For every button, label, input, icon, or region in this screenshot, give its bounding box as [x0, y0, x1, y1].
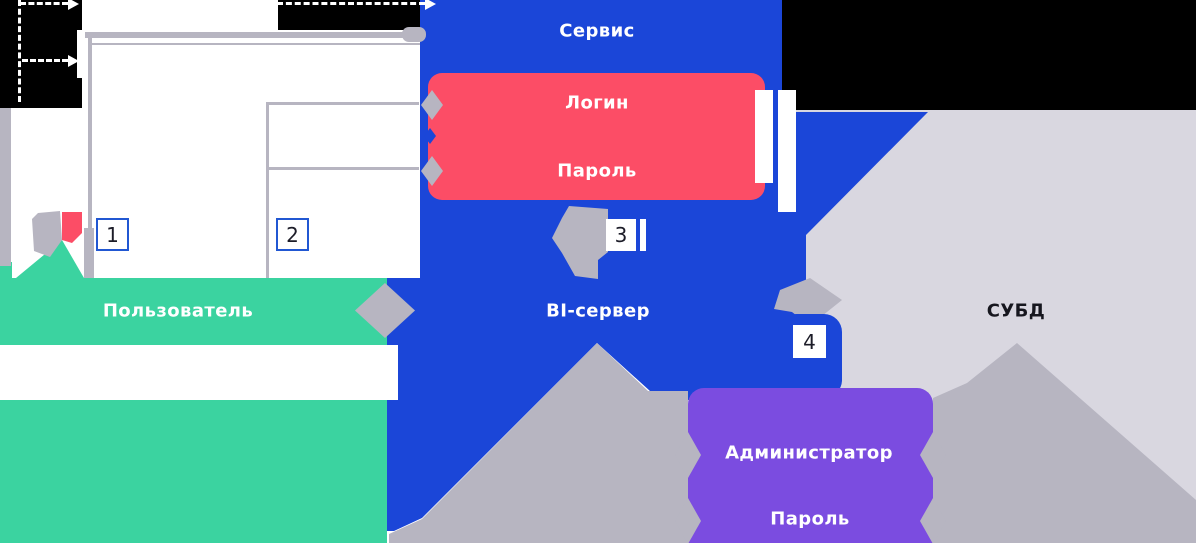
window-border-cap: [402, 27, 426, 42]
credentials-box: [428, 73, 765, 200]
dashed-arrow-2: [22, 59, 68, 62]
edge-notch: [424, 128, 436, 144]
white-bar-2: [778, 90, 796, 212]
white-bar-1: [755, 90, 773, 183]
user-block: [0, 278, 387, 543]
admin-password-label: Пароль: [770, 508, 850, 530]
connector-diamond-login: [421, 90, 443, 120]
panel-top-border: [266, 102, 419, 105]
panel-left-border: [266, 103, 269, 278]
dashed-arrow-1-head-icon: [68, 0, 79, 10]
dashed-arrow-3: [277, 2, 425, 5]
dashed-arrow-3-head-icon: [425, 0, 436, 10]
admin-label: Администратор: [725, 442, 893, 464]
window-left-border: [88, 33, 92, 278]
marker-3-sliver: [640, 219, 646, 251]
bi-server-label: BI-сервер: [546, 300, 650, 322]
window-top-border: [85, 32, 422, 38]
gray-strip-left: [0, 108, 11, 266]
user-block-gap: [0, 345, 398, 400]
notch-white: [77, 30, 86, 78]
background-block-left: [0, 0, 82, 108]
step-marker-3: 3: [606, 219, 636, 251]
login-label: Логин: [565, 92, 629, 114]
step-marker-2: 2: [276, 218, 309, 251]
dashed-line-vertical: [18, 0, 21, 102]
background-block-top: [278, 0, 420, 30]
panel-divider: [266, 167, 419, 170]
window-inner-top-border: [88, 43, 420, 45]
dashed-arrow-1: [20, 2, 68, 5]
admin-block: [688, 388, 933, 543]
background-block-right: [782, 0, 1196, 110]
dashed-arrow-2-head-icon: [68, 55, 79, 67]
green-fragment: [0, 262, 12, 278]
user-label: Пользователь: [102, 300, 254, 322]
step-marker-4: 4: [793, 325, 826, 358]
step-marker-1: 1: [96, 218, 129, 251]
connector-diamond-password: [421, 156, 443, 186]
password-label: Пароль: [557, 160, 637, 182]
dbms-label: СУБД: [986, 300, 1046, 322]
service-label: Сервис: [559, 20, 635, 42]
